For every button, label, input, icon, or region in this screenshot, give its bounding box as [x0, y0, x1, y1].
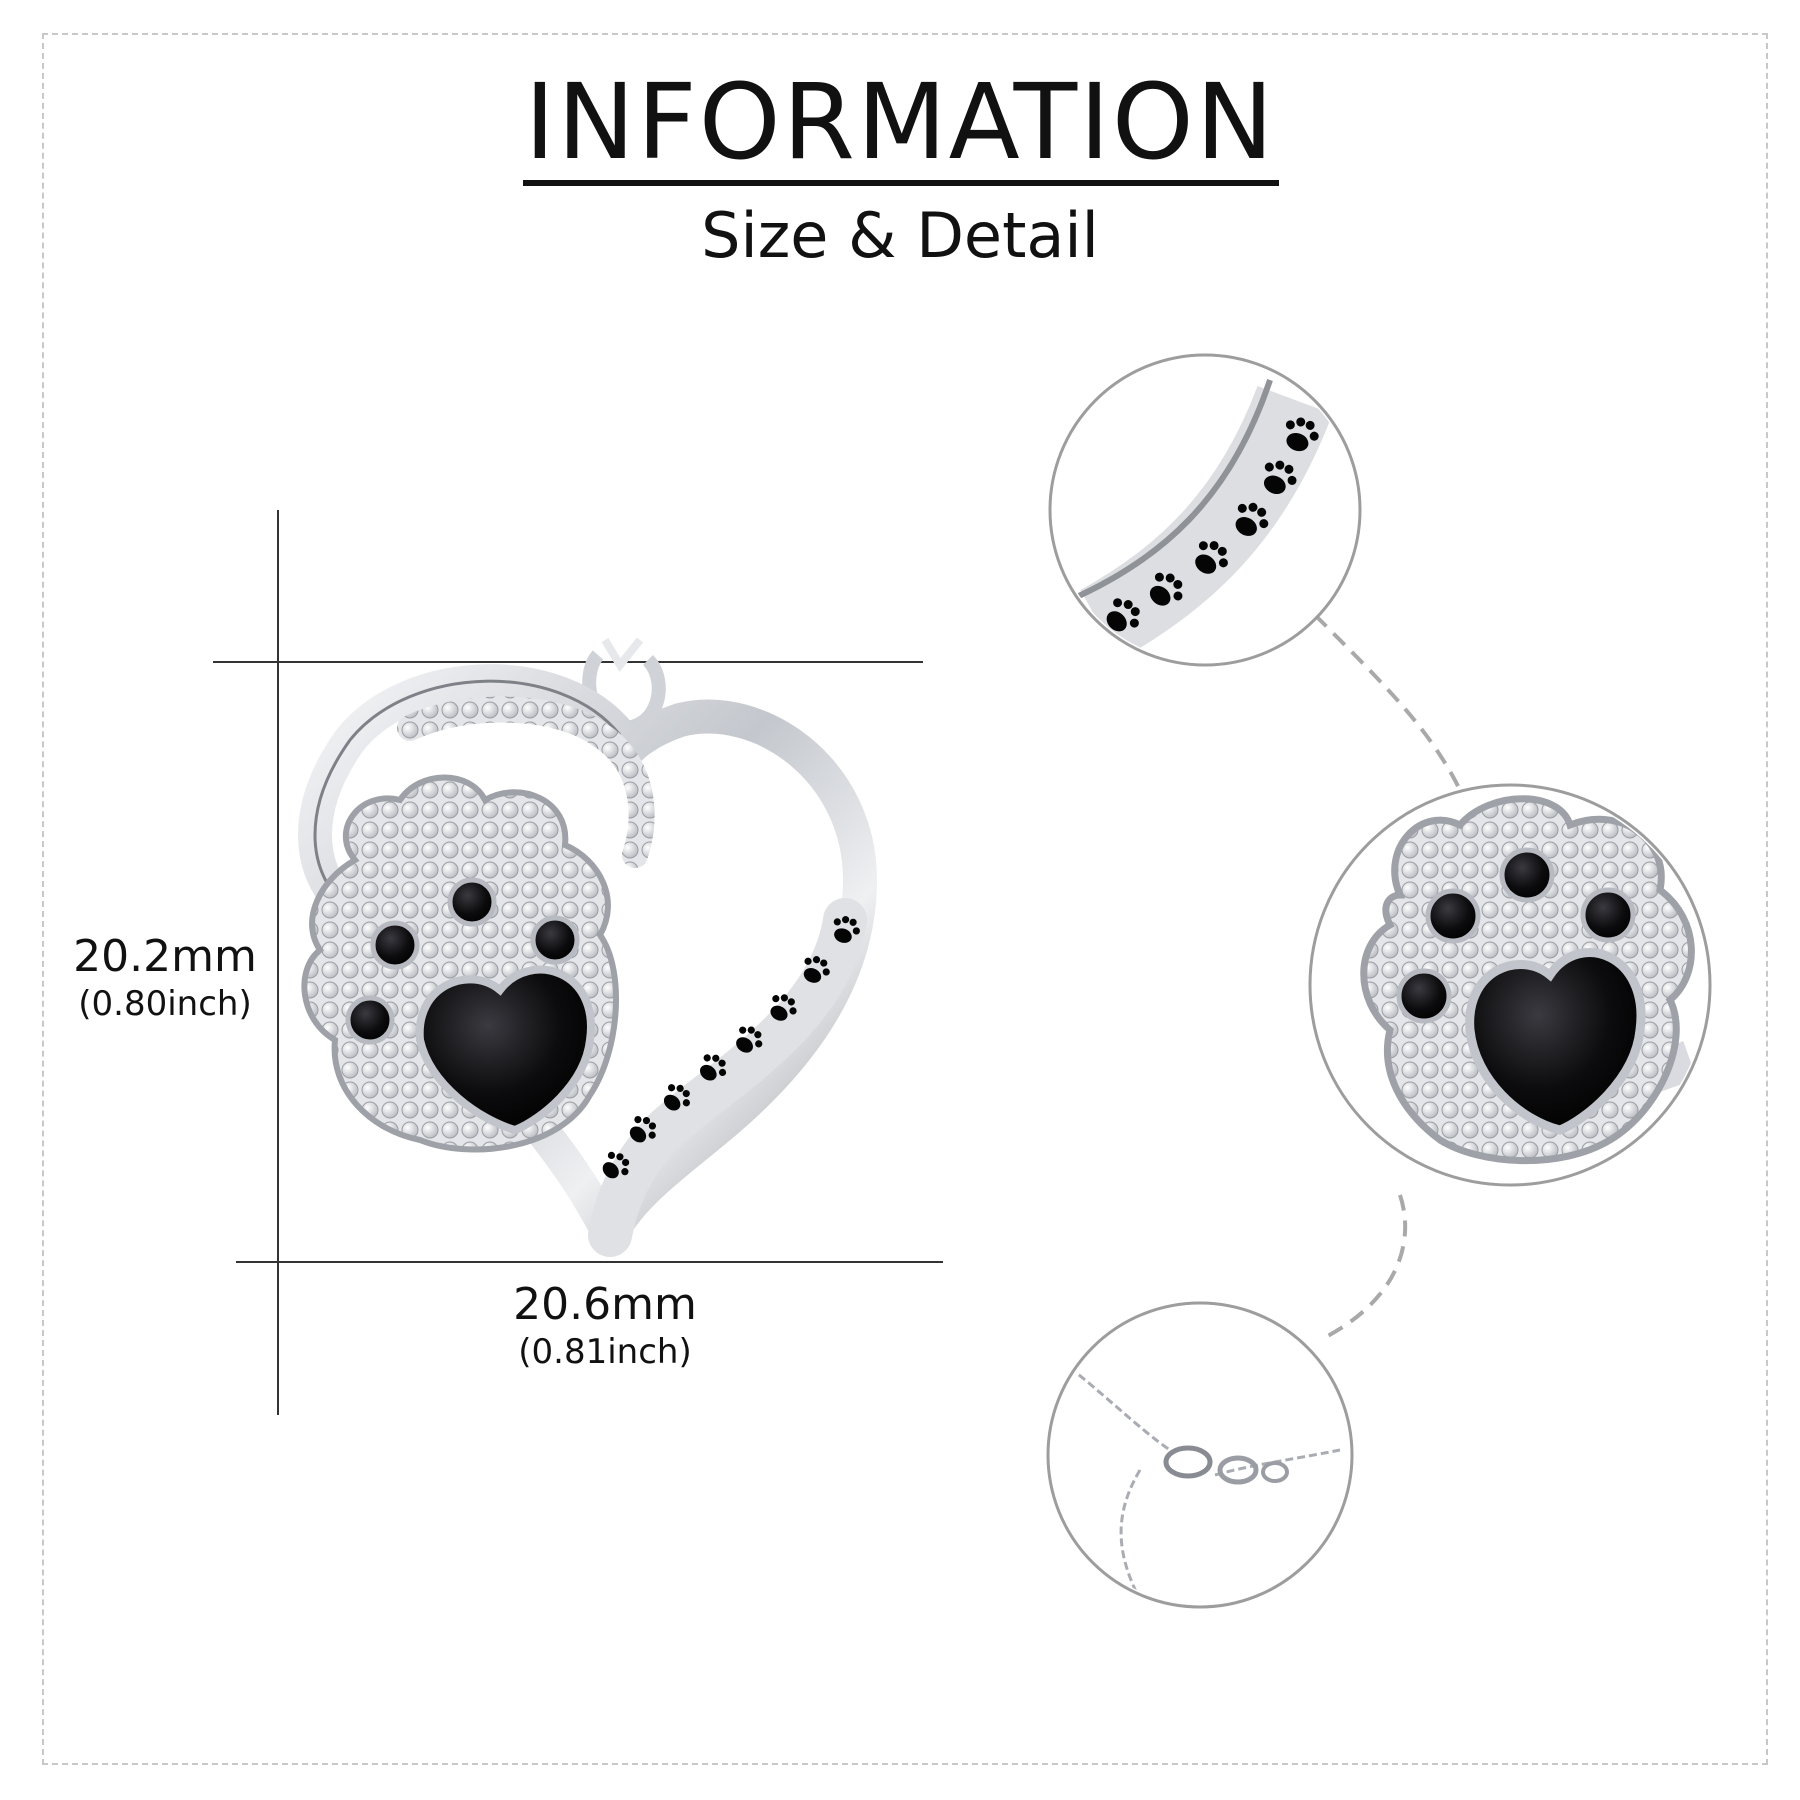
height-inch: (0.80inch): [78, 984, 252, 1024]
width-mm: 20.6mm: [513, 1279, 697, 1330]
detail-circle-top: [1048, 353, 1362, 667]
detail-circle-bottom: [1046, 1301, 1354, 1609]
heart-paw-pendant: [298, 637, 877, 1257]
detail-circle-middle: [1308, 783, 1712, 1187]
title-underline: [523, 180, 1279, 186]
vertical-dimension-line: [277, 510, 279, 1415]
height-dimension-label: 20.2mm (0.80inch): [60, 931, 270, 1024]
width-dimension-label: 20.6mm (0.81inch): [490, 1279, 720, 1372]
paw-charm-icon: [1360, 788, 1697, 1165]
height-mm: 20.2mm: [73, 931, 257, 982]
paw-charm: [301, 774, 620, 1153]
page-subtitle: Size & Detail: [701, 199, 1099, 272]
top-dimension-line: [213, 661, 923, 663]
page-title: INFORMATION: [524, 61, 1276, 183]
bottom-dimension-line: [236, 1261, 943, 1263]
paw-print-band-icon: [1068, 379, 1333, 660]
dashed-border: [42, 33, 1768, 1765]
width-inch: (0.81inch): [518, 1332, 692, 1372]
